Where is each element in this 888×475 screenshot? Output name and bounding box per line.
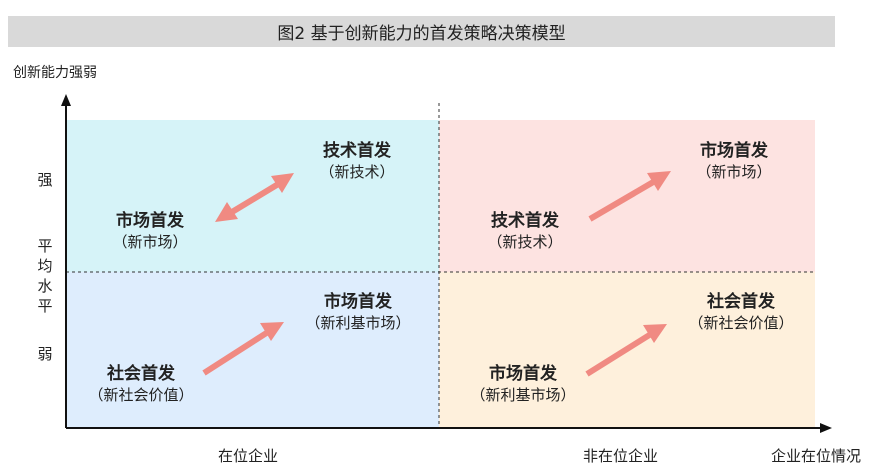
figure-title: 图2 基于创新能力的首发策略决策模型 [8, 16, 835, 47]
y-level-weak: 弱 [37, 345, 53, 363]
node-tech-launch-tr: 技术首发 （新技术） [450, 210, 600, 252]
node-sub: （新社会价值） [688, 314, 794, 332]
arrow-tl-double [215, 173, 294, 222]
y-level-average: 平均水平 [37, 237, 53, 315]
arrow-bl [202, 322, 284, 376]
arrow-br [585, 324, 667, 377]
node-market-launch-bl: 市场首发 （新利基市场） [283, 291, 433, 333]
y-level-strong: 强 [37, 171, 53, 189]
y-axis-arrowhead [61, 94, 71, 106]
quadrant-incumbent-weak [66, 272, 439, 427]
node-market-launch-br: 市场首发 （新利基市场） [448, 363, 598, 405]
node-main: 技术首发 [491, 211, 559, 231]
node-market-launch-tl: 市场首发 （新市场） [75, 210, 225, 252]
node-sub: （新技术） [487, 233, 563, 251]
node-market-launch-tr: 市场首发 （新市场） [659, 140, 809, 182]
x-axis-arrowhead [820, 423, 832, 433]
node-sub: （新利基市场） [470, 386, 576, 404]
node-sub: （新技术） [319, 163, 395, 181]
node-sub: （新社会价值） [88, 386, 194, 404]
node-main: 市场首发 [700, 141, 768, 161]
y-axis-title: 创新能力强弱 [13, 65, 97, 81]
node-main: 市场首发 [324, 292, 392, 312]
x-category-entrant: 非在位企业 [583, 447, 659, 465]
arrow-tr [588, 171, 671, 222]
node-main: 市场首发 [489, 364, 557, 384]
x-axis-title: 企业在位情况 [771, 447, 862, 465]
node-sub: （新市场） [696, 163, 772, 181]
node-sub: （新利基市场） [305, 314, 411, 332]
node-main: 市场首发 [116, 211, 184, 231]
node-social-launch-bl: 社会首发 （新社会价值） [66, 363, 216, 405]
node-main: 社会首发 [107, 364, 175, 384]
node-sub: （新市场） [112, 233, 188, 251]
x-category-incumbent: 在位企业 [218, 447, 279, 465]
node-tech-launch-tl: 技术首发 （新技术） [282, 140, 432, 182]
arrows [202, 171, 671, 377]
quadrant-incumbent-strong [66, 120, 439, 272]
node-social-launch-br: 社会首发 （新社会价值） [666, 291, 816, 333]
node-main: 技术首发 [323, 141, 391, 161]
node-main: 社会首发 [707, 292, 775, 312]
